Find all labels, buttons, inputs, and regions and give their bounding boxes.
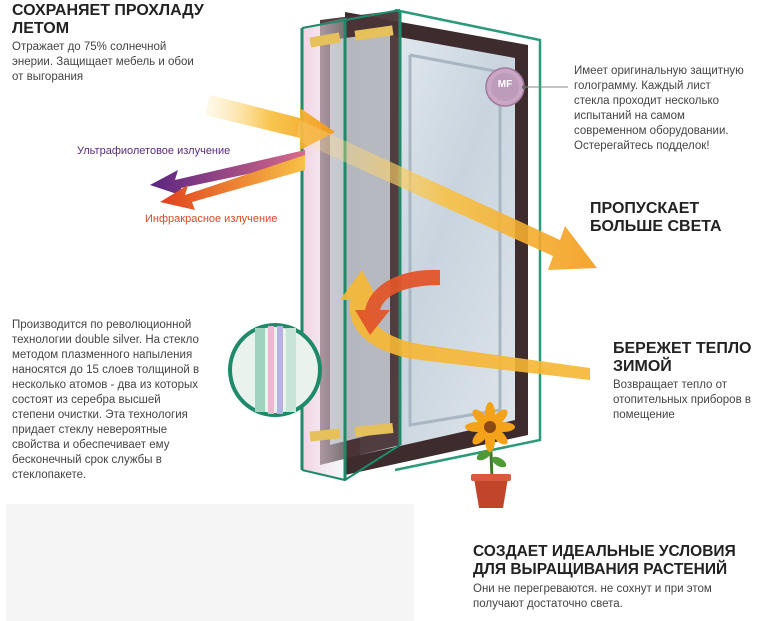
ir-arrow [160,155,305,210]
winter-heading: БЕРЕЖЕТ ТЕПЛО ЗИМОЙ [613,340,752,375]
ir-label: Инфракрасное излучение [145,213,278,225]
hologram-badge [485,67,568,107]
technology-text: Производится по революционной технологии… [12,319,200,481]
uv-arrow [150,150,305,196]
sun-arrows [205,95,597,380]
summer-text: Отражает до 75% солнечной энерии. Защища… [12,41,194,83]
summer-heading: СОХРАНЯЕТ ПРОХЛАДУ ЛЕТОМ [12,2,204,37]
flower-pot [465,402,515,508]
blank-panel [6,504,414,621]
plants-heading: СОЗДАЕТ ИДЕАЛЬНЫЕ УСЛОВИЯ ДЛЯ ВЫРАЩИВАНИ… [473,543,736,578]
uv-label: Ультрафиолетовое излучение [77,145,231,157]
window-frame [300,8,542,482]
magnifier-circle [228,323,322,417]
light-heading: ПРОПУСКАЕТ БОЛЬШЕ СВЕТА [590,200,722,235]
hologram-badge-text: MF [497,79,513,90]
hologram-text: Имеет оригинальную защитную голограмму. … [574,65,744,152]
winter-text: Возвращает тепло от отопительных приборо… [613,379,751,421]
plants-text: Они не перегреваются. не сохнут и при эт… [473,583,712,610]
